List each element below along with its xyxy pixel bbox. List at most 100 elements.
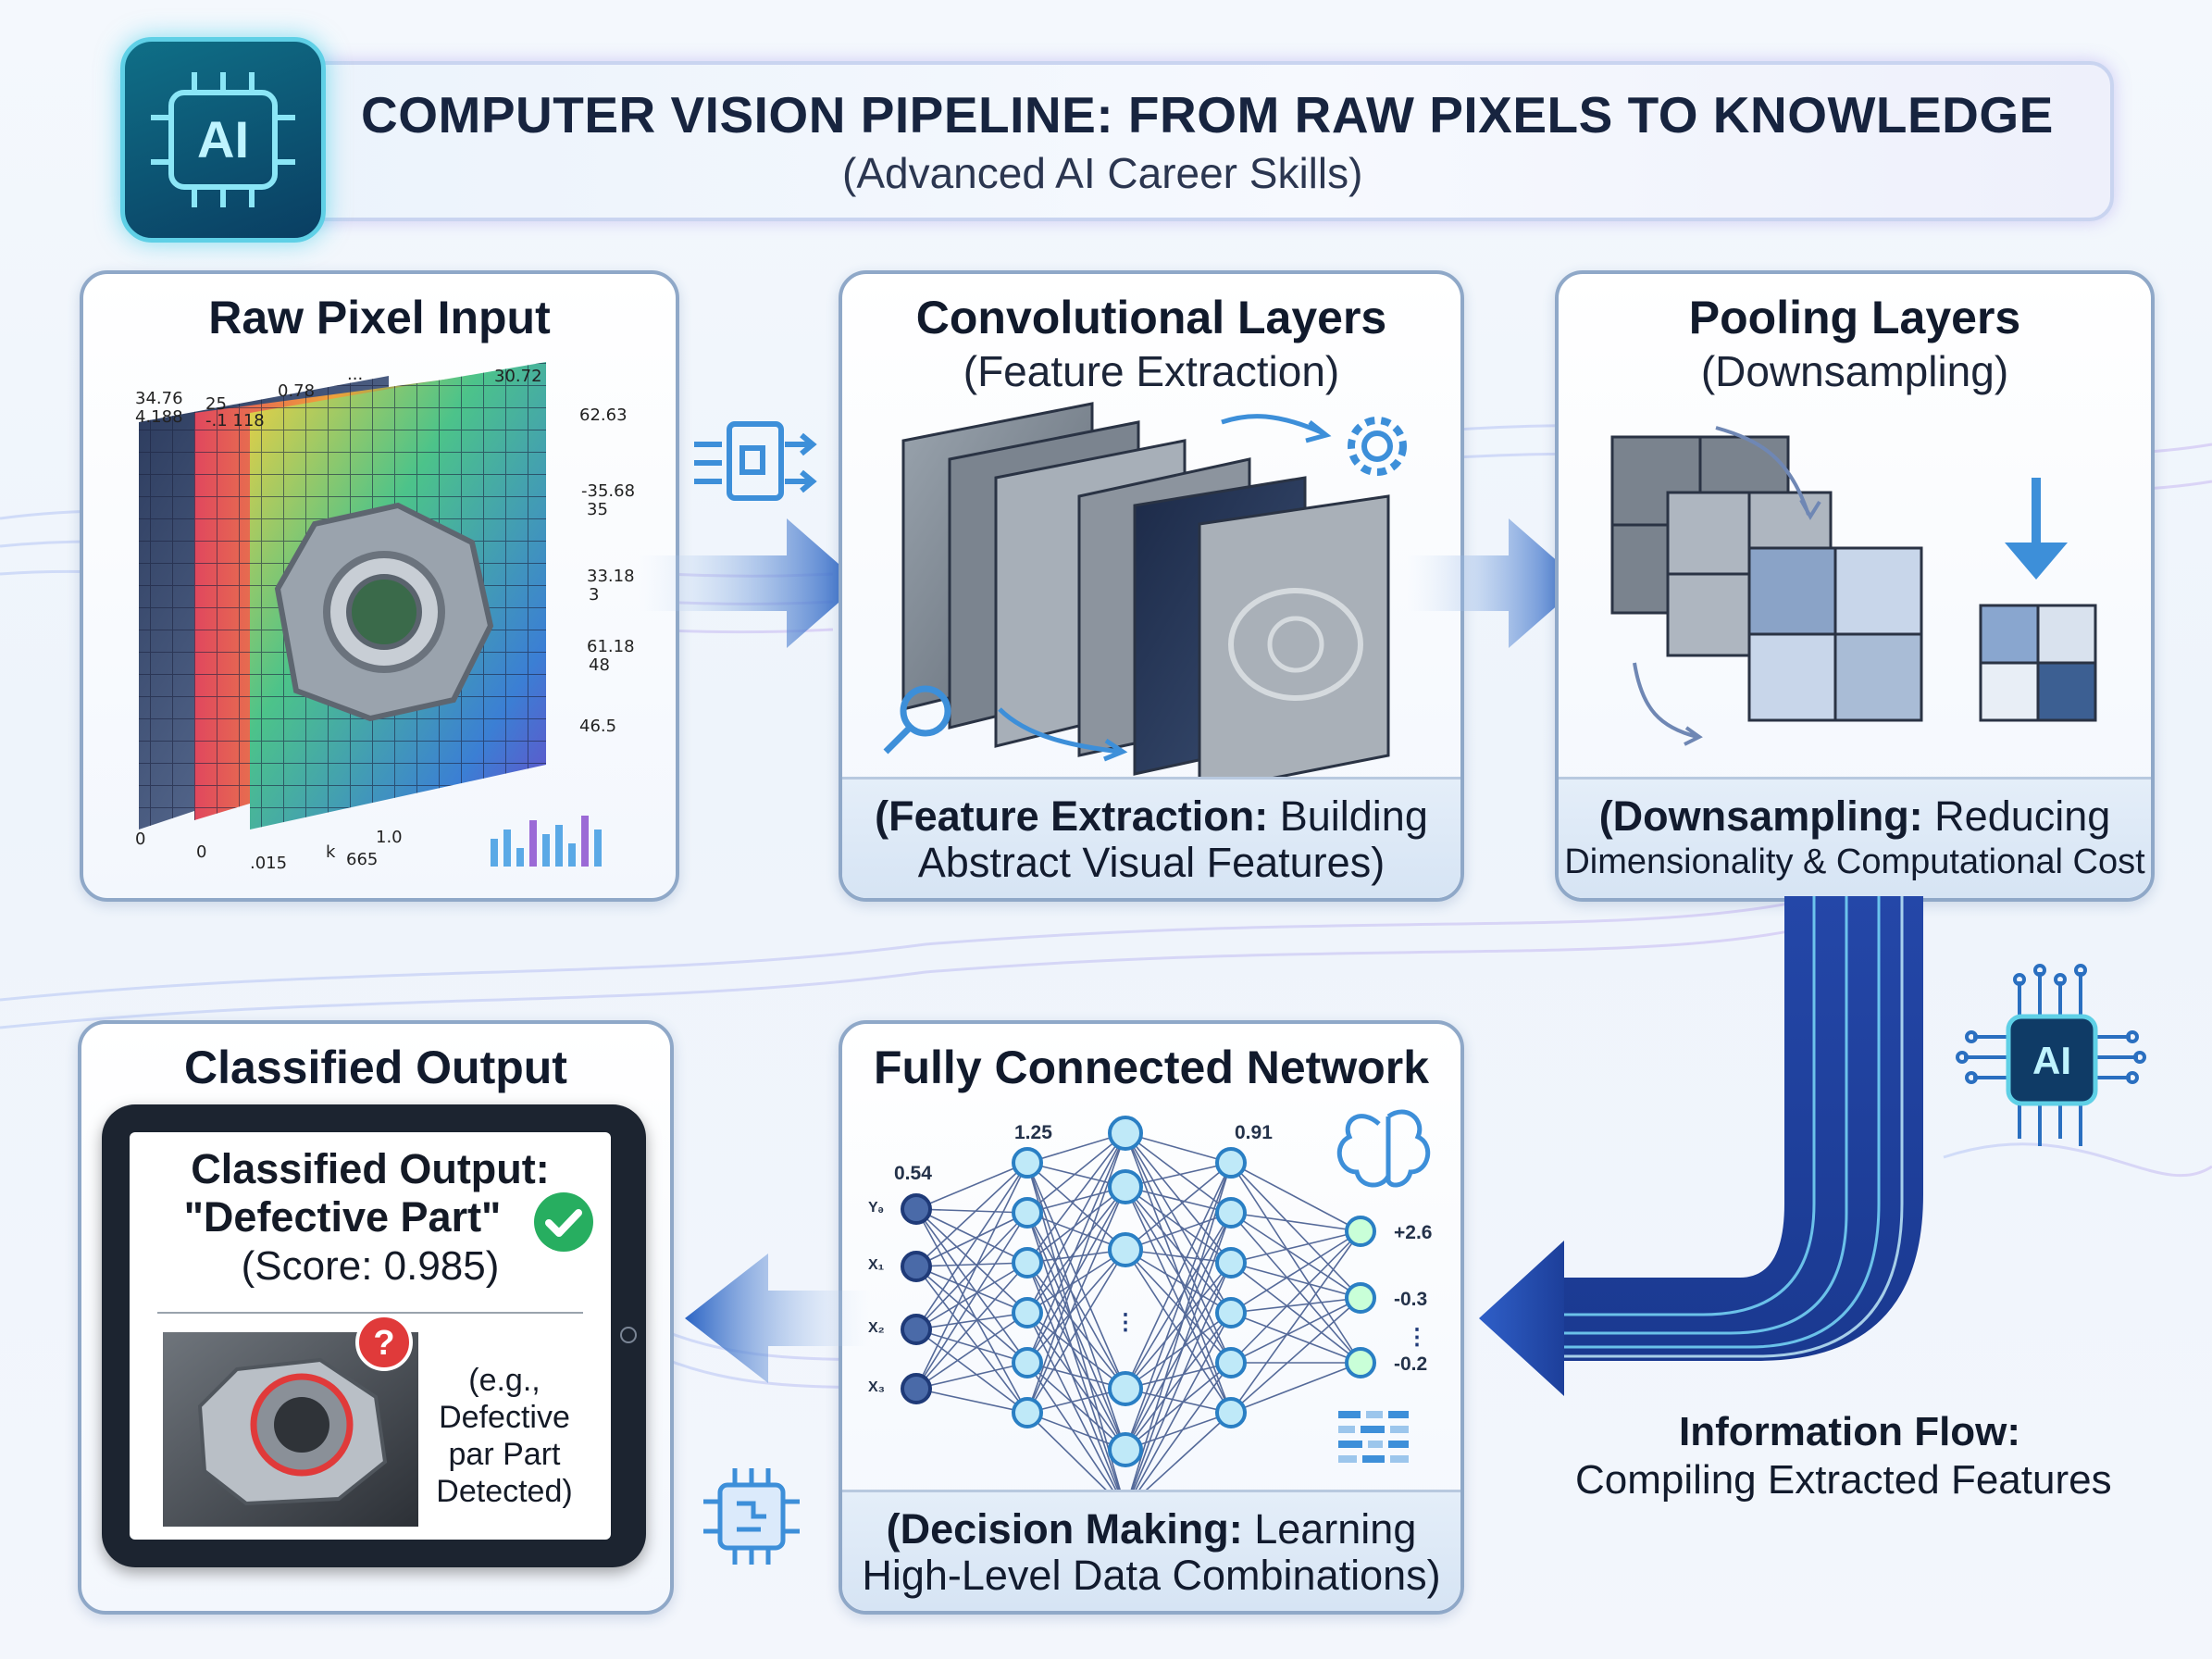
- conv-footer: (Feature Extraction: Building Abstract V…: [842, 777, 1460, 898]
- header-banner: [130, 61, 2114, 221]
- pool-subtitle: (Downsampling): [1700, 347, 2009, 395]
- network-node: [1108, 1232, 1143, 1267]
- network-edge: [1026, 1262, 1126, 1451]
- network-edge: [915, 1312, 1028, 1390]
- network-edge: [915, 1162, 1028, 1390]
- raw-pixel-title: Raw Pixel Input: [208, 292, 551, 343]
- network-edge: [1125, 1162, 1232, 1251]
- search-icon: [883, 685, 951, 755]
- network-edge: [1125, 1186, 1232, 1314]
- network-edge: [1026, 1212, 1126, 1510]
- fc-value-label: 0.91: [1235, 1122, 1273, 1143]
- network-edge: [1125, 1162, 1232, 1188]
- pooled-output-grid: [1979, 604, 2097, 722]
- pixel-value: 0: [196, 842, 207, 862]
- network-edge: [1026, 1249, 1126, 1314]
- network-edge: [1230, 1230, 1361, 1314]
- tablet-screen: Classified Output: "Defective Part" (Sco…: [130, 1132, 611, 1540]
- network-edge: [1125, 1362, 1232, 1451]
- network-edge: [1230, 1297, 1361, 1314]
- pixel-value: 62.63: [579, 405, 628, 425]
- pixel-value: 30.72: [494, 367, 542, 386]
- fc-input-label: Yₔ: [868, 1200, 884, 1216]
- network-node: [1012, 1397, 1043, 1428]
- arrow-right-icon: [639, 518, 861, 648]
- defect-note-line: Defective: [439, 1400, 570, 1435]
- defect-note-line: (e.g.,: [468, 1363, 541, 1398]
- network-edge: [1125, 1212, 1232, 1510]
- fc-footer: (Decision Making: Learning High-Level Da…: [842, 1490, 1460, 1611]
- network-edge: [1230, 1312, 1361, 1364]
- fc-title: Fully Connected Network: [873, 1042, 1430, 1093]
- network-node: [1215, 1197, 1247, 1229]
- pixel-value: 665: [346, 850, 379, 869]
- network-edge: [1230, 1162, 1361, 1364]
- network-edge: [1125, 1212, 1232, 1390]
- fully-connected-panel: Fully Connected Network ⋮ ⋮ 0.54 1.25 0.…: [839, 1020, 1464, 1615]
- network-edge: [1230, 1212, 1361, 1232]
- svg-text:?: ?: [373, 1324, 394, 1363]
- network-edge: [1125, 1186, 1232, 1264]
- network-node: [1012, 1347, 1043, 1378]
- pool-footer-bold: (Downsampling:: [1598, 792, 1923, 840]
- network-edge: [915, 1388, 1028, 1414]
- table-icon: [1338, 1411, 1409, 1463]
- information-flow-label: Information Flow:: [1679, 1409, 2021, 1454]
- network-node: [1108, 1432, 1143, 1467]
- network-edge: [1125, 1312, 1232, 1451]
- network-edge: [1026, 1312, 1126, 1510]
- network-edge: [915, 1162, 1028, 1330]
- network-node: [1108, 1116, 1143, 1151]
- neural-network-diagram: ⋮ ⋮: [901, 1109, 1431, 1527]
- conv-footer-line2: Abstract Visual Features): [917, 839, 1386, 886]
- arrow-down-icon: [2005, 478, 2068, 580]
- network-edge: [1125, 1132, 1232, 1414]
- tablet-home-button[interactable]: [620, 1327, 637, 1343]
- arrow-left-icon: [685, 1254, 870, 1383]
- network-node: [1012, 1247, 1043, 1279]
- network-edge: [1230, 1297, 1361, 1414]
- defect-note: (e.g., Defective par Part Detected): [435, 1362, 574, 1510]
- network-edge: [1026, 1249, 1126, 1414]
- pool-footer: (Downsampling: Reducing Dimensionality &…: [1559, 777, 2151, 898]
- network-node: [1215, 1147, 1247, 1179]
- network-edge: [915, 1262, 1028, 1390]
- classified-output-score: (Score: 0.985): [241, 1243, 500, 1289]
- flow-arrow-icons: [1633, 426, 1821, 746]
- network-edge: [1125, 1212, 1232, 1451]
- network-edge: [915, 1266, 1028, 1364]
- network-edge: [1230, 1212, 1361, 1364]
- pixel-value: k: [326, 842, 336, 862]
- network-node: [901, 1314, 932, 1345]
- network-edge: [915, 1212, 1028, 1390]
- network-node: [901, 1373, 932, 1404]
- mini-bar-chart-icon: [491, 816, 602, 867]
- conv-footer-bold: (Feature Extraction:: [875, 792, 1269, 840]
- network-node: [1012, 1197, 1043, 1229]
- network-edge: [1125, 1162, 1232, 1451]
- network-edge: [1125, 1362, 1232, 1390]
- check-circle-icon: [534, 1192, 593, 1252]
- network-node: [1012, 1297, 1043, 1328]
- network-edge: [1125, 1132, 1232, 1364]
- network-node: [1345, 1216, 1376, 1247]
- network-edge: [1026, 1132, 1126, 1214]
- pixel-value: -35.68: [581, 481, 636, 501]
- network-edge: [1125, 1162, 1232, 1390]
- svg-text:⋮: ⋮: [1114, 1310, 1137, 1335]
- pooling-panel: Pooling Layers (Downsampling): [1555, 270, 2155, 902]
- pixel-value: 3: [589, 585, 600, 605]
- network-edge: [915, 1328, 1028, 1364]
- network-edge: [1026, 1186, 1126, 1414]
- pixel-value: 48: [589, 655, 610, 675]
- network-node: [1215, 1397, 1247, 1428]
- flow-arrow-icons: [998, 414, 1332, 762]
- pixel-value: 4.188: [135, 407, 183, 427]
- pixel-value: 46.5: [579, 717, 617, 736]
- network-edge: [915, 1208, 1028, 1214]
- pixel-value: 35: [587, 500, 608, 519]
- network-edge: [915, 1266, 1028, 1314]
- network-edge: [1026, 1249, 1126, 1364]
- fc-value-label: -0.2: [1394, 1353, 1428, 1375]
- network-edge: [1230, 1230, 1361, 1414]
